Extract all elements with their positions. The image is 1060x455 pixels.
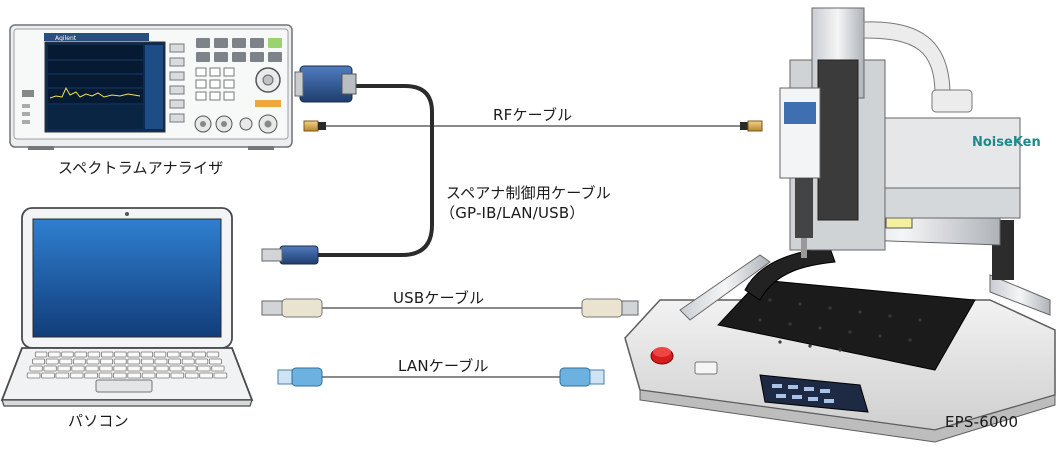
keyboard-key (61, 351, 74, 358)
keyboard-key (113, 372, 127, 379)
keyboard-key (98, 372, 113, 379)
keyboard (26, 351, 228, 379)
keyboard-key (48, 351, 61, 358)
keyboard-key (127, 372, 142, 379)
keyboard-key (86, 358, 100, 365)
keyboard-key (206, 351, 220, 358)
rf-cable (303, 120, 763, 132)
keyboard-key (71, 365, 85, 372)
pc-label: パソコン (68, 412, 129, 430)
keyboard-key (59, 358, 73, 365)
keyboard-key (199, 372, 213, 379)
keyboard-key (45, 358, 59, 365)
keyboard-key (113, 358, 127, 365)
keyboard-key (87, 351, 101, 358)
keyboard-key (43, 365, 57, 372)
keyboard-key (154, 358, 168, 365)
spectrum-analyzer-device (9, 24, 293, 150)
keyboard-key (140, 351, 154, 358)
keyboard-key (168, 358, 182, 365)
keyboard-key (180, 351, 193, 358)
keyboard-key (85, 365, 99, 372)
eps-6000-scanner-device (624, 7, 1056, 443)
control-cable-label-line1: スペアナ制御用ケーブル (446, 184, 611, 202)
control-cable (261, 65, 434, 265)
keyboard-key (100, 358, 113, 365)
keyboard-key (114, 351, 127, 358)
keyboard-key (84, 372, 98, 379)
keyboard-key (195, 358, 209, 365)
keyboard-key (155, 365, 169, 372)
keyboard-key (156, 372, 170, 379)
keyboard-key (127, 351, 140, 358)
keyboard-key (74, 351, 87, 358)
keyboard-key (69, 372, 84, 379)
lan-cable-label: LANケーブル (398, 357, 489, 375)
lan-cable (277, 367, 605, 387)
scanner-model-label: EPS-6000 (945, 413, 1019, 431)
keyboard-key (141, 365, 155, 372)
keyboard-key (181, 358, 195, 365)
analyzer-brand: Agilent (55, 35, 77, 42)
keyboard-key (211, 365, 225, 372)
keyboard-key (29, 365, 43, 372)
keyboard-key (113, 365, 127, 372)
spectrum-analyzer-label: スペクトラムアナライザ (58, 159, 224, 177)
keyboard-key (193, 351, 206, 358)
keyboard-key (57, 365, 71, 372)
keyboard-key (55, 372, 70, 379)
usb-cable-label: USBケーブル (393, 289, 485, 307)
keyboard-key (140, 358, 154, 365)
keyboard-key (34, 351, 48, 358)
keyboard-key (169, 365, 183, 372)
rf-cable-label: RFケーブル (493, 106, 573, 124)
keyboard-key (26, 372, 41, 379)
laptop-pc-device (0, 207, 254, 407)
keyboard-key (141, 372, 156, 379)
keyboard-key (208, 358, 222, 365)
control-cable-label-line2: （GP-IB/LAN/USB） (440, 204, 585, 222)
keyboard-key (73, 358, 86, 365)
keyboard-key (101, 351, 114, 358)
keyboard-key (127, 358, 141, 365)
keyboard-key (32, 358, 45, 365)
keyboard-key (127, 365, 141, 372)
keyboard-key (183, 365, 197, 372)
keyboard-key (41, 372, 55, 379)
keyboard-key (197, 365, 211, 372)
keyboard-key (99, 365, 113, 372)
scanner-brand: NoiseKen (972, 135, 1041, 150)
keyboard-key (213, 372, 228, 379)
keyboard-key (167, 351, 180, 358)
keyboard-key (170, 372, 185, 379)
keyboard-key (184, 372, 199, 379)
keyboard-key (153, 351, 167, 358)
usb-cable (261, 298, 639, 318)
